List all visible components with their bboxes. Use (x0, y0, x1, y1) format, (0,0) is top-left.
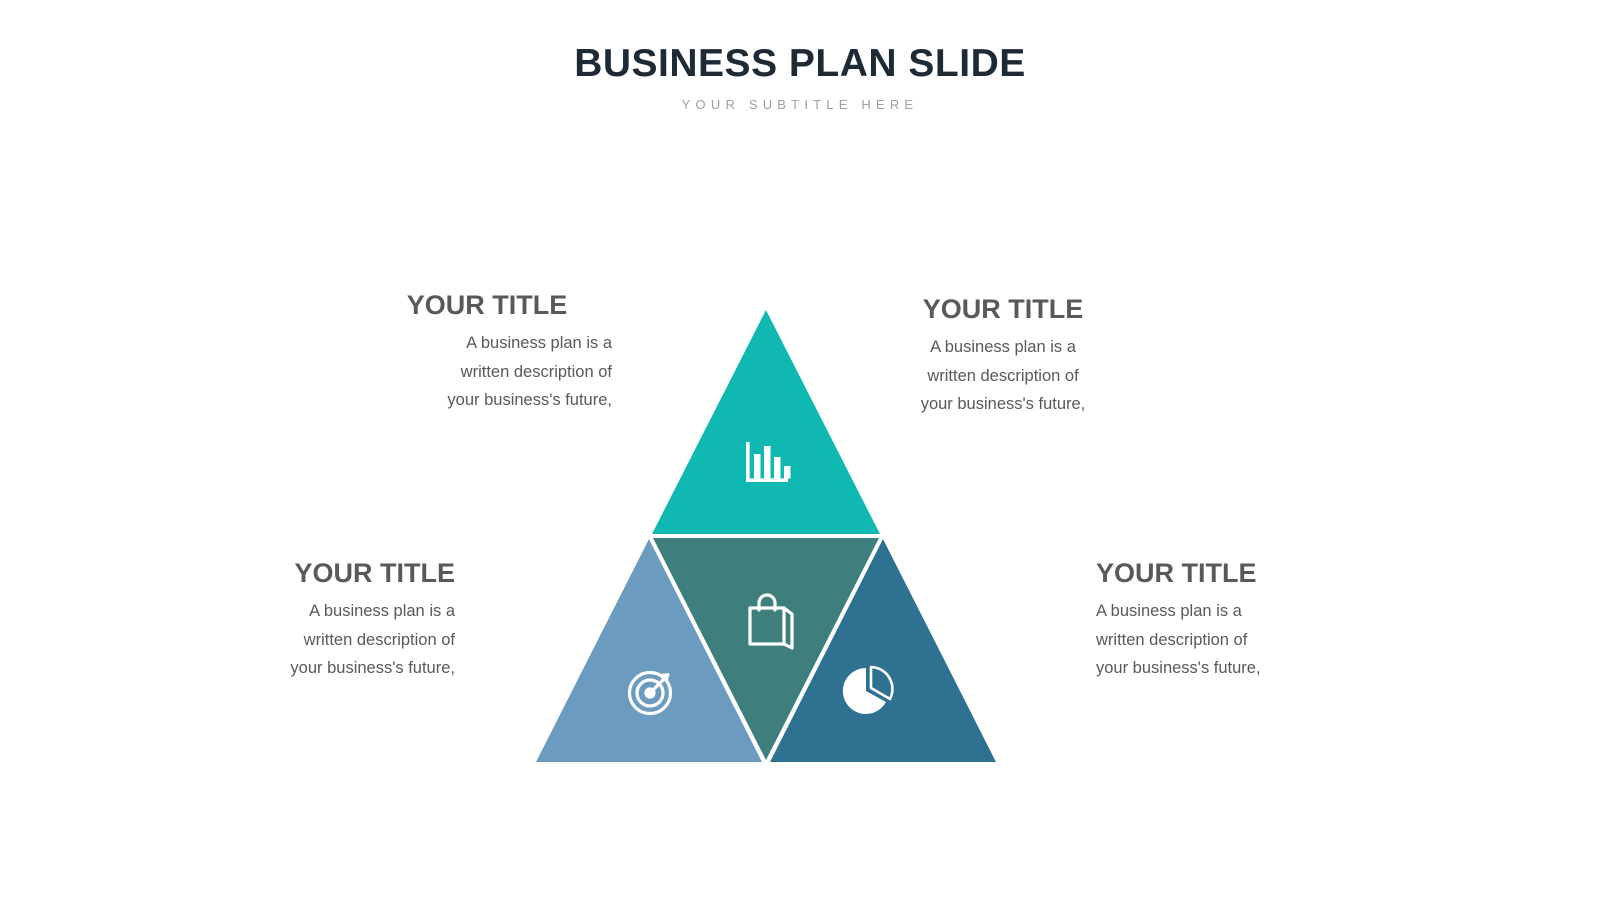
pyramid-segment-top[interactable] (652, 310, 880, 534)
callout-top-right-title: YOUR TITLE (922, 294, 1084, 324)
pyramid-segment-top-shape[interactable] (652, 310, 880, 534)
callout-bottom-right: YOUR TITLE A business plan is a written … (1096, 558, 1346, 682)
callout-body-line: A business plan is a (309, 602, 455, 621)
callout-body-line: A business plan is a (930, 338, 1076, 357)
callout-body-line: written description of (303, 630, 455, 649)
target-icon (627, 670, 673, 716)
pie-chart-icon (842, 665, 894, 714)
callout-body-line: written description of (1096, 630, 1248, 649)
pyramid-segment-middle-shape[interactable] (653, 538, 879, 760)
callout-bottom-right-body: A business plan is a written description… (1096, 597, 1346, 682)
callout-bottom-left-body: A business plan is a written description… (205, 597, 455, 682)
pyramid-segment-middle[interactable] (653, 538, 879, 760)
callout-bottom-right-title: YOUR TITLE (1096, 558, 1257, 588)
slide-header: BUSINESS PLAN SLIDE YOUR SUBTITLE HERE (0, 42, 1600, 112)
callout-body-line: your business's future, (920, 394, 1086, 413)
pyramid-segment-bottom-left-shape[interactable] (536, 539, 762, 762)
callout-top-left-title: YOUR TITLE (406, 290, 568, 320)
callout-body-line: your business's future, (290, 658, 455, 677)
pyramid-segment-bottom-left[interactable] (536, 539, 762, 762)
pyramid-diagram (520, 296, 1016, 792)
bar-chart-icon (746, 442, 791, 482)
callout-bottom-left: YOUR TITLE A business plan is a written … (205, 558, 455, 682)
callout-top-right: YOUR TITLE A business plan is a written … (878, 294, 1128, 418)
callout-body-line: A business plan is a (1096, 602, 1242, 621)
callout-top-left: YOUR TITLE A business plan is a written … (362, 290, 612, 414)
callout-body-line: A business plan is a (466, 334, 612, 353)
page-subtitle: YOUR SUBTITLE HERE (681, 96, 919, 112)
callout-body-line: written description of (460, 362, 612, 381)
callout-top-right-body: A business plan is a written description… (878, 333, 1128, 418)
pyramid-segment-bottom-right-shape[interactable] (770, 539, 996, 762)
pyramid-segment-bottom-right[interactable] (770, 539, 996, 762)
shopping-bag-icon (748, 593, 794, 650)
callout-bottom-left-title: YOUR TITLE (294, 558, 456, 588)
callout-body-line: your business's future, (1096, 658, 1261, 677)
callout-top-left-body: A business plan is a written description… (362, 329, 612, 414)
callout-body-line: written description of (927, 366, 1079, 385)
page-title: BUSINESS PLAN SLIDE (574, 42, 1026, 85)
callout-body-line: your business's future, (447, 390, 612, 409)
